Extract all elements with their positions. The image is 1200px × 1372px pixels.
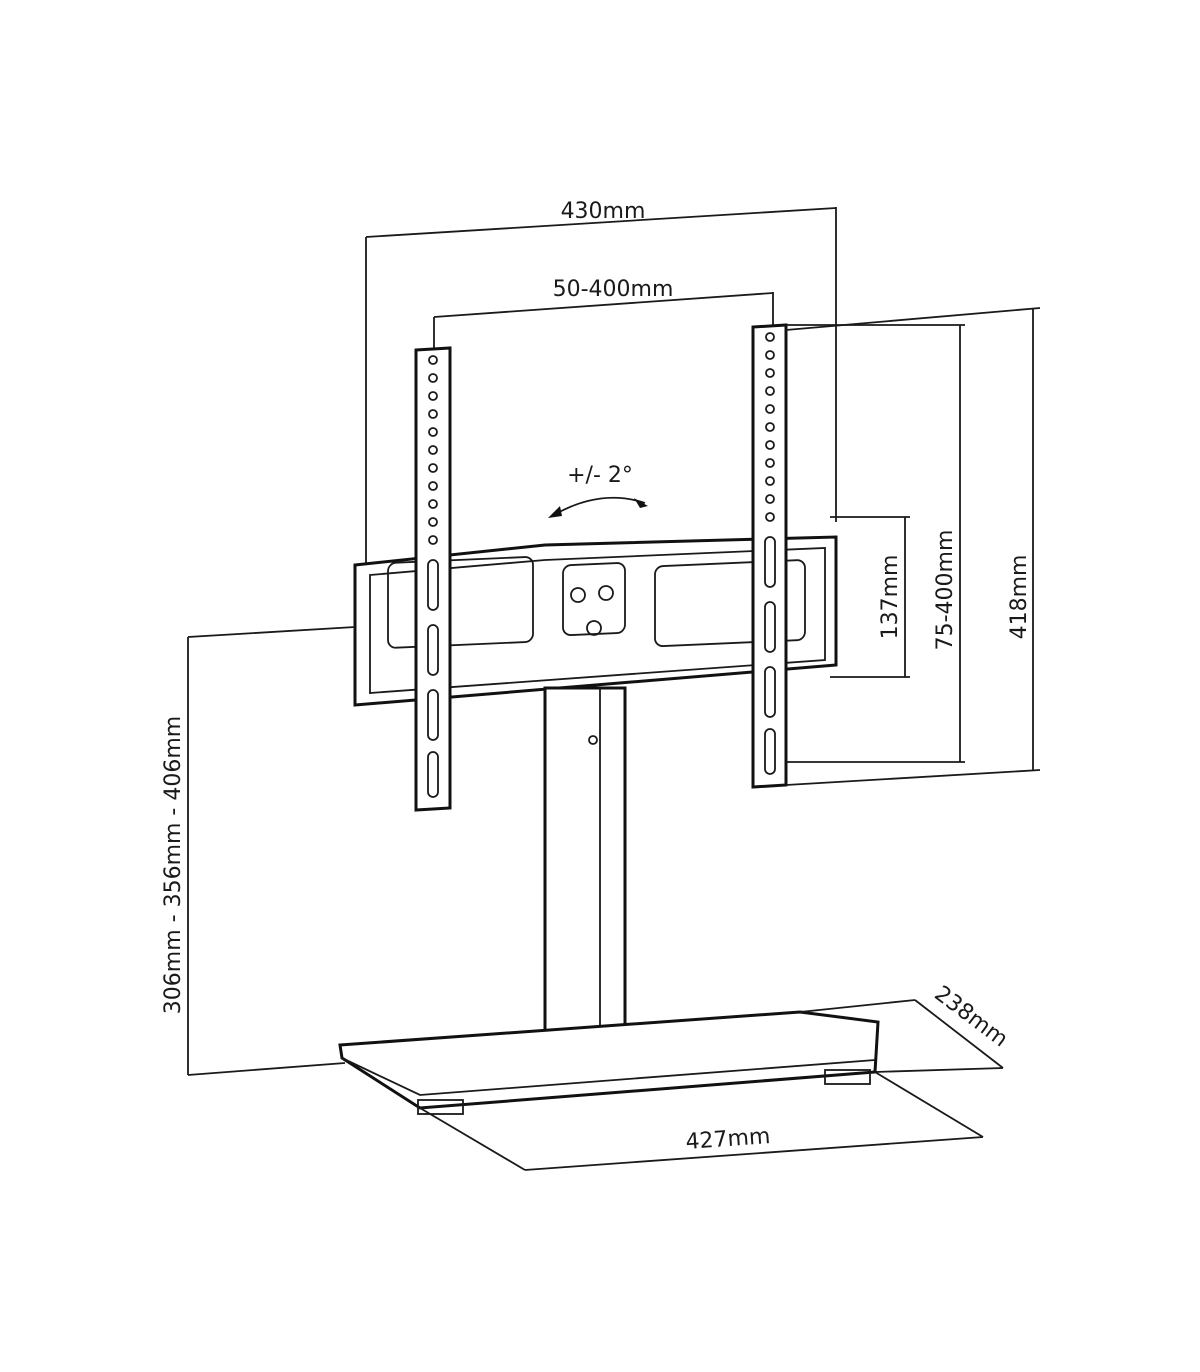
label-bracket-height: 418mm	[1007, 555, 1032, 640]
left-bracket	[414, 346, 452, 812]
dimension-vesa-vertical: 75-400mm	[786, 324, 965, 763]
dimension-base-width: 427mm	[419, 1071, 984, 1171]
dimension-height-range: 306mm - 356mm - 406mm	[161, 626, 356, 1076]
base	[338, 1010, 880, 1115]
label-base-width: 427mm	[685, 1124, 771, 1155]
mounting-plate	[353, 535, 838, 707]
label-base-depth: 238mm	[930, 981, 1013, 1052]
dimension-vesa-horizontal: 50-400mm	[433, 277, 774, 350]
tilt-arrow-icon	[551, 496, 646, 517]
label-total-width: 430mm	[561, 199, 646, 224]
label-plate-height: 137mm	[878, 555, 903, 640]
dimension-total-width: 430mm	[365, 199, 837, 565]
dimension-plate-height: 137mm	[830, 516, 910, 678]
column	[543, 686, 627, 1047]
label-height-range: 306mm - 356mm - 406mm	[161, 716, 186, 1014]
label-tilt: +/- 2°	[567, 463, 633, 488]
dimension-bracket-height: 418mm	[785, 307, 1041, 786]
tilt-indicator: +/- 2°	[548, 463, 648, 518]
label-vesa-vertical: 75-400mm	[933, 530, 958, 651]
label-vesa-horizontal: 50-400mm	[553, 277, 674, 302]
right-bracket	[751, 323, 788, 789]
